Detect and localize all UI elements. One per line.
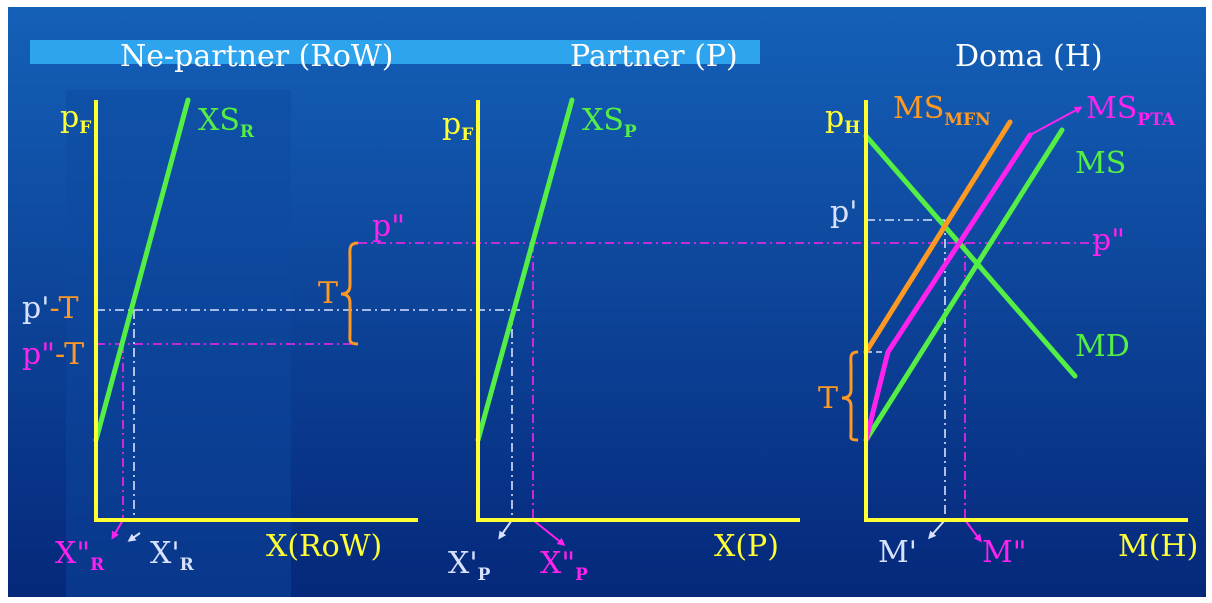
brace-tariff-home xyxy=(841,350,859,442)
label-x-row: X(RoW) xyxy=(266,529,382,564)
arrow-x-prime-p xyxy=(498,519,513,540)
label-xs-r: XSR xyxy=(198,103,255,142)
axis-partner xyxy=(476,100,800,522)
label-m-dprime: M" xyxy=(982,535,1027,570)
label-x-home: M(H) xyxy=(1118,529,1198,564)
label-x-dprime-p: X"P xyxy=(540,546,588,585)
curve-md xyxy=(863,133,1078,379)
arrow-m-prime xyxy=(928,519,946,540)
label-t-row: T xyxy=(318,276,338,311)
label-x-partner: X(P) xyxy=(714,529,779,564)
curve-xs-p xyxy=(475,97,575,443)
quantity-arrows xyxy=(111,519,982,546)
curve-ms-mfn xyxy=(863,119,1013,355)
label-p-prime-home: p' xyxy=(830,195,857,230)
label-p-dprime-minus-t: p"-T xyxy=(22,337,84,372)
title-row: Ne-partner (RoW) xyxy=(120,39,393,74)
label-ms-mfn: MSMFN xyxy=(893,91,991,130)
axes xyxy=(94,100,1188,522)
label-ms-pta: MSPTA xyxy=(1086,91,1176,130)
label-xs-p: XSP xyxy=(582,103,637,142)
arrow-x-dprime-r xyxy=(111,519,124,540)
label-t-home: T xyxy=(818,381,838,416)
brace-tariff-row xyxy=(340,241,359,346)
label-md: MD xyxy=(1075,329,1130,364)
label-pf-partner: pF xyxy=(442,107,473,145)
arrow-ms-pta xyxy=(1029,106,1083,136)
title-partner: Partner (P) xyxy=(570,39,738,74)
arrow-x-dprime-p xyxy=(532,519,566,546)
label-x-dprime-r: X"R xyxy=(55,536,105,575)
title-home: Doma (H) xyxy=(955,39,1103,74)
label-p-prime-minus-t: p'-T xyxy=(22,291,79,326)
axis-home xyxy=(864,100,1188,522)
arrow-m-dprime xyxy=(964,519,982,543)
background xyxy=(8,7,1206,597)
curve-xs-r xyxy=(93,97,191,443)
label-ph: pH xyxy=(825,100,860,138)
label-p-dprime-home: p" xyxy=(1092,223,1125,258)
label-p-dprime-row: p" xyxy=(372,209,405,244)
title-bar xyxy=(30,40,760,64)
arrow-x-prime-r xyxy=(127,532,141,542)
label-pf-row: pF xyxy=(60,100,91,138)
label-ms: MS xyxy=(1075,146,1126,181)
label-m-prime: M' xyxy=(878,535,917,570)
curve-ms xyxy=(863,127,1065,443)
label-x-prime-r: X'R xyxy=(150,536,195,575)
axis-row xyxy=(94,100,418,522)
curves xyxy=(93,97,1083,443)
curve-ms-pta xyxy=(863,132,1033,443)
label-x-prime-p: X'P xyxy=(448,546,491,585)
